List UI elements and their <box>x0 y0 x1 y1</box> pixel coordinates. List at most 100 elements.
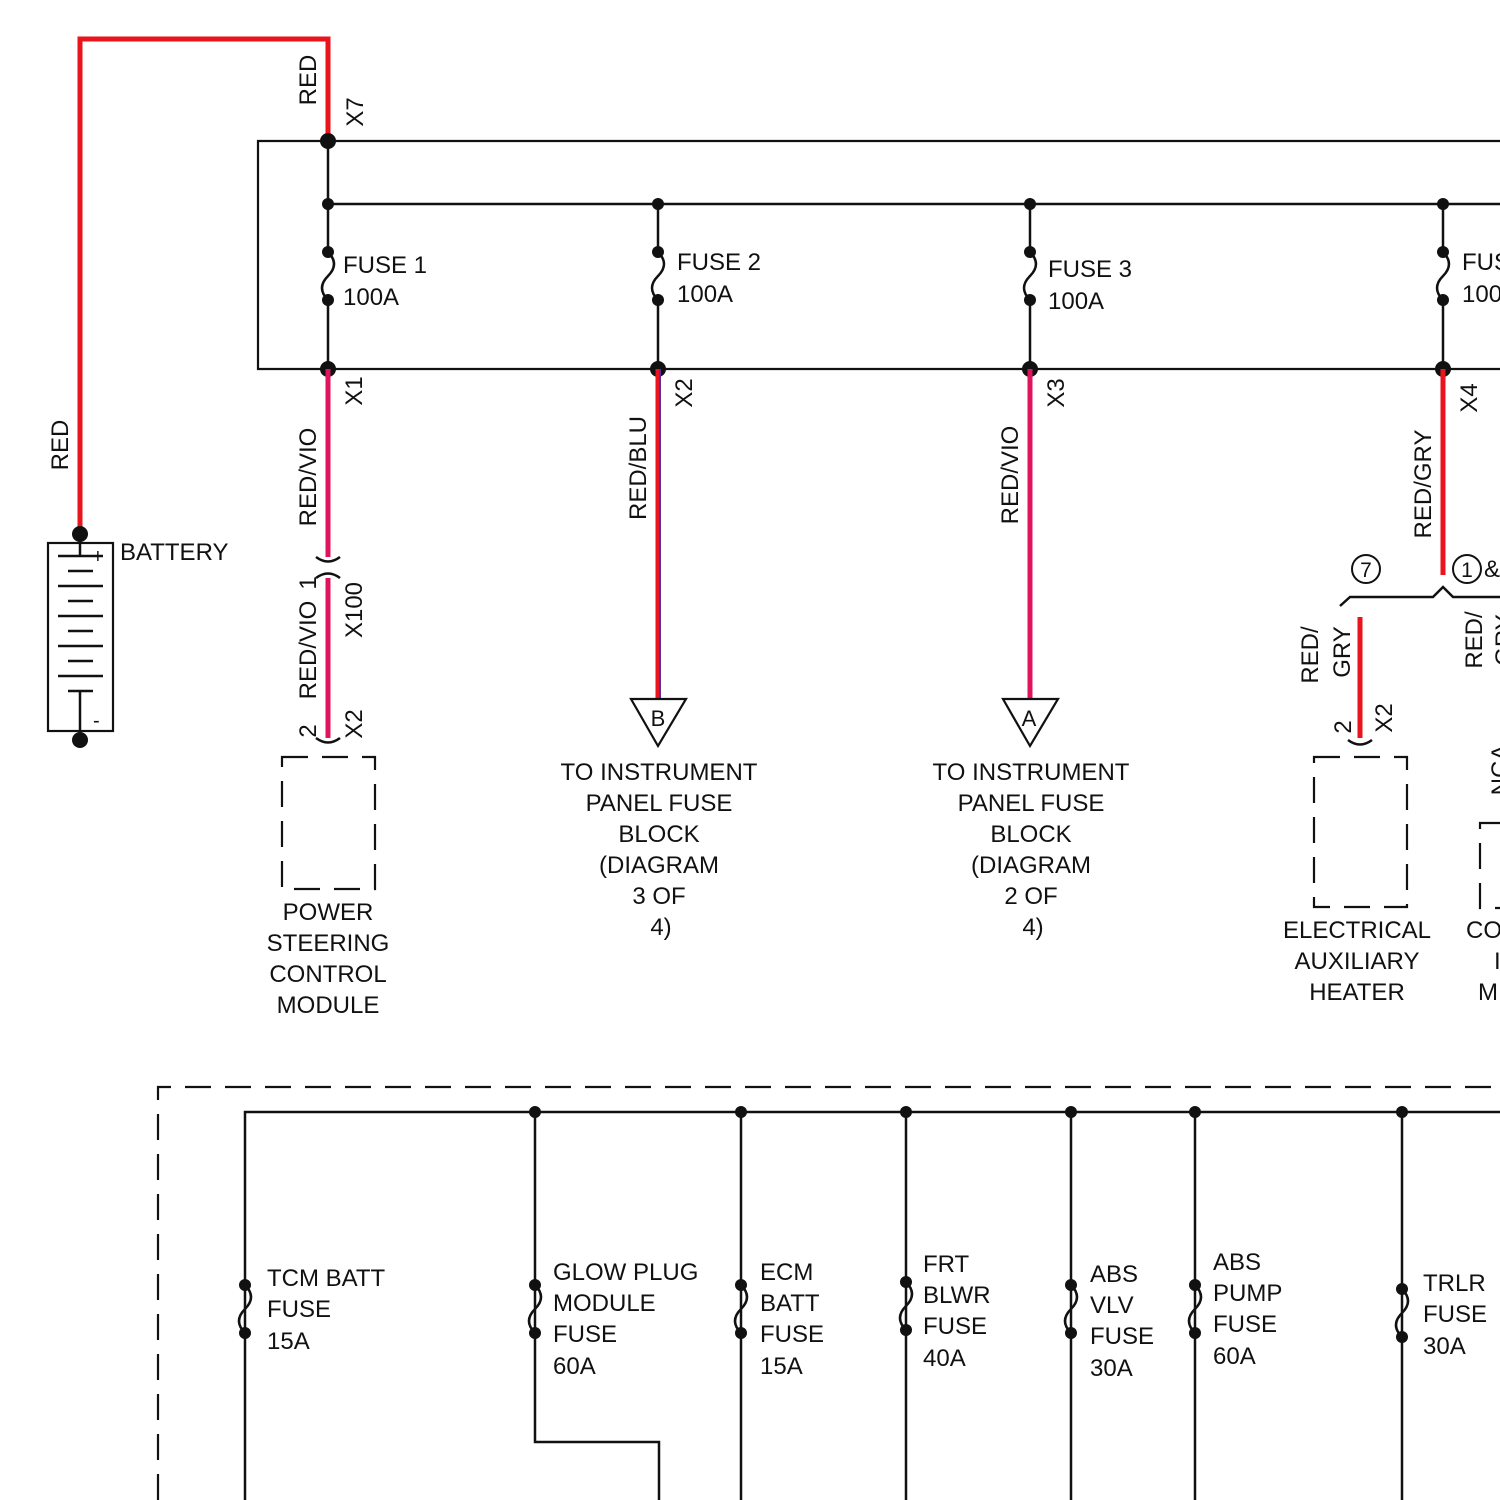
x7-wire-label: RED <box>295 55 322 106</box>
lower-fuse-blower <box>900 1106 912 1500</box>
battery-wire-label: RED <box>47 420 74 471</box>
offpage-b-line-5: 3 OF <box>632 883 685 910</box>
x1-wire-label: RED/VIO <box>295 428 322 527</box>
battery-label: BATTERY <box>120 539 228 566</box>
ps-module-connector <box>316 738 340 743</box>
abspump-fuse-line-3: FUSE <box>1213 1311 1277 1338</box>
blwr-fuse-line-4: 40A <box>923 1345 966 1372</box>
ecm-fuse-line-3: FUSE <box>760 1321 824 1348</box>
absvlv-fuse-line-4: 30A <box>1090 1355 1133 1382</box>
ps-module-line-3: CONTROL <box>269 961 386 988</box>
right-module-line-2: I <box>1494 948 1500 975</box>
glow-fuse-line-3: FUSE <box>553 1321 617 1348</box>
fuse-3-rating: 100A <box>1048 288 1104 315</box>
aux-wire-label-2: GRY <box>1329 626 1356 678</box>
ps-module-pin-label: 2 <box>295 724 322 737</box>
offpage-a-letter: A <box>1022 706 1037 731</box>
ps-module-line-4: MODULE <box>277 992 380 1019</box>
x7-pin-dot <box>320 133 336 149</box>
fuse-2-name: FUSE 2 <box>677 249 761 276</box>
tcm-fuse-line-2: FUSE <box>267 1296 331 1323</box>
option-7-label: 7 <box>1360 559 1372 582</box>
right-partial-label: NCA <box>1487 745 1500 796</box>
abspump-fuse-line-2: PUMP <box>1213 1280 1282 1307</box>
right-wire-label-2: GRY <box>1491 614 1500 666</box>
x100-pin-label: 1 <box>295 576 322 589</box>
lower-block-outline <box>158 1087 1500 1500</box>
right-wire-label-1: RED/ <box>1461 611 1488 669</box>
x100-wire-label: RED/VIO <box>295 601 322 700</box>
absvlv-fuse-line-2: VLV <box>1090 1292 1134 1319</box>
right-module-box-partial <box>1480 823 1500 908</box>
fuse-2-rating: 100A <box>677 281 733 308</box>
ps-module-box <box>282 757 375 889</box>
battery-feed-wire <box>80 39 328 533</box>
fuse-2 <box>650 198 666 377</box>
blwr-fuse-line-1: FRT <box>923 1251 970 1278</box>
offpage-a-line-4: (DIAGRAM <box>971 852 1091 879</box>
offpage-b-line-4: (DIAGRAM <box>599 852 719 879</box>
fuse-4 <box>1435 198 1451 377</box>
fuse-1-name: FUSE 1 <box>343 252 427 279</box>
x100-connector <box>316 557 340 578</box>
fuse-1-rating: 100A <box>343 284 399 311</box>
tcm-fuse-line-1: TCM BATT <box>267 1265 386 1292</box>
lower-fuse-abs-vlv <box>1065 1106 1077 1500</box>
tcm-fuse-line-3: 15A <box>267 1328 310 1355</box>
glow-fuse-line-4: 60A <box>553 1353 596 1380</box>
lower-bus <box>245 1112 1500 1500</box>
offpage-b-line-6: 4) <box>650 914 671 941</box>
ecm-fuse-line-1: ECM <box>760 1259 813 1286</box>
blwr-fuse-line-3: FUSE <box>923 1313 987 1340</box>
aux-heater-line-2: AUXILIARY <box>1295 948 1420 975</box>
ps-module-conn-label: X2 <box>341 709 368 738</box>
aux-heater-pin-label: 2 <box>1330 720 1357 733</box>
x100-conn-label: X100 <box>341 582 368 638</box>
lower-fuse-tcm <box>239 1279 251 1339</box>
fuse-4-name: FUS <box>1462 249 1500 276</box>
offpage-b-line-1: TO INSTRUMENT <box>561 759 758 786</box>
aux-heater-line-3: HEATER <box>1309 979 1405 1006</box>
x7-pin-label: X7 <box>342 97 369 126</box>
abspump-fuse-line-1: ABS <box>1213 1249 1261 1276</box>
x2-wire-label: RED/BLU <box>625 416 652 520</box>
trlr-fuse-line-2: FUSE <box>1423 1301 1487 1328</box>
offpage-a-line-5: 2 OF <box>1004 883 1057 910</box>
option-1-suffix: & <box>1484 556 1500 583</box>
trlr-fuse-line-1: TRLR <box>1423 1270 1486 1297</box>
glow-fuse-line-2: MODULE <box>553 1290 656 1317</box>
pin-x4-label: X4 <box>1456 383 1483 412</box>
lower-fuse-abs-pump <box>1189 1106 1201 1500</box>
offpage-b-line-2: PANEL FUSE <box>586 790 733 817</box>
fuse-block-outline <box>258 141 1500 369</box>
lower-fuse-ecm <box>735 1106 747 1500</box>
battery-plus: + <box>92 546 104 568</box>
pin-x3-label: X3 <box>1043 378 1070 407</box>
battery-minus: - <box>93 710 100 732</box>
abspump-fuse-line-4: 60A <box>1213 1343 1256 1370</box>
aux-heater-conn-label: X2 <box>1371 703 1398 732</box>
lower-fuse-trlr <box>1396 1106 1408 1500</box>
fuse-4-rating: 100 <box>1462 281 1500 308</box>
pin-x1-label: X1 <box>341 376 368 405</box>
blwr-fuse-line-2: BLWR <box>923 1282 991 1309</box>
fuse-3-name: FUSE 3 <box>1048 256 1132 283</box>
trlr-fuse-line-3: 30A <box>1423 1333 1466 1360</box>
ps-module-line-1: POWER <box>283 899 374 926</box>
right-module-line-1: CO <box>1466 917 1500 944</box>
fuse-3 <box>1022 198 1038 377</box>
offpage-a-line-6: 4) <box>1022 914 1043 941</box>
pin-x2-label: X2 <box>671 378 698 407</box>
ecm-fuse-line-4: 15A <box>760 1353 803 1380</box>
ecm-fuse-line-2: BATT <box>760 1290 820 1317</box>
offpage-a-line-2: PANEL FUSE <box>958 790 1105 817</box>
right-module-line-3: M <box>1478 979 1498 1006</box>
ps-module-line-2: STEERING <box>267 930 390 957</box>
aux-wire-label-1: RED/ <box>1297 626 1324 684</box>
glow-fuse-line-1: GLOW PLUG <box>553 1259 698 1286</box>
fuse-1 <box>320 198 336 377</box>
offpage-b-line-3: BLOCK <box>618 821 699 848</box>
offpage-a-line-1: TO INSTRUMENT <box>933 759 1130 786</box>
offpage-b-letter: B <box>651 706 666 731</box>
